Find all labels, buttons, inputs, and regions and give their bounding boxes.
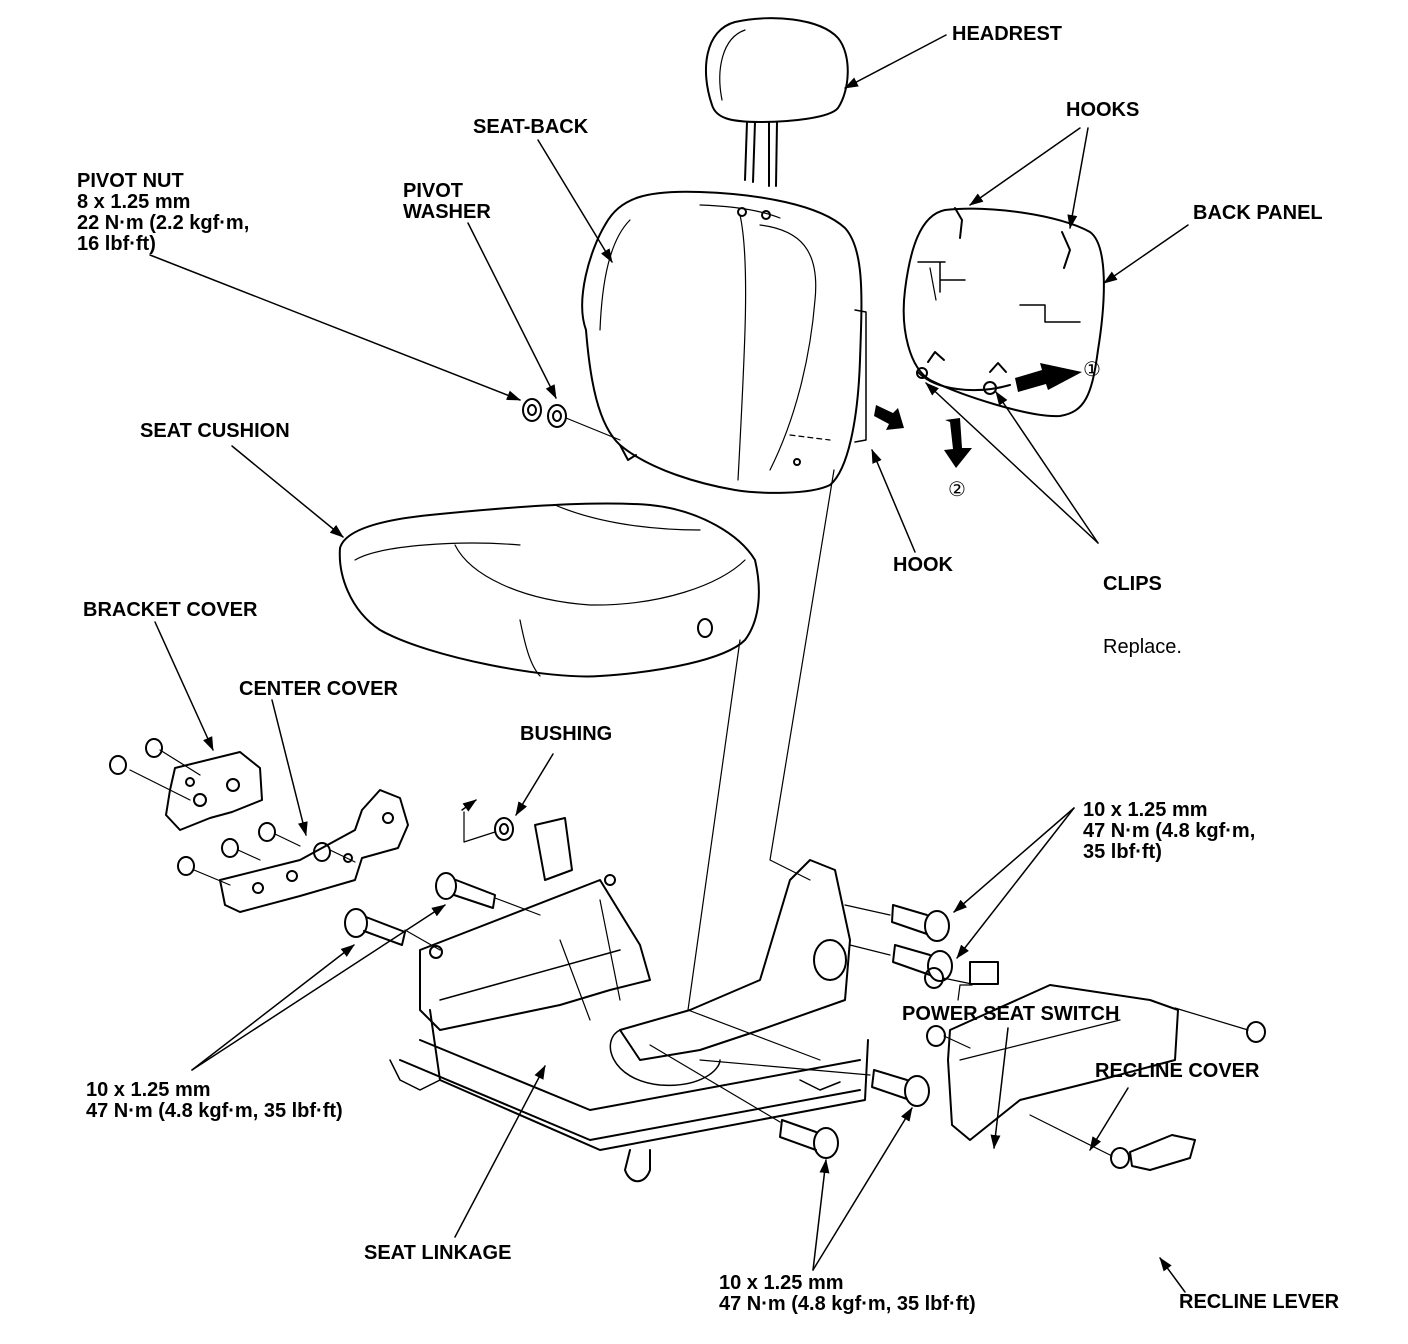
pivot-nut-washer bbox=[522, 398, 621, 441]
label-power-seat-switch: POWER SEAT SWITCH bbox=[902, 1004, 1119, 1025]
clips-note: Replace. bbox=[1103, 636, 1182, 658]
back-panel bbox=[902, 207, 1105, 418]
label-seat-cushion: SEAT CUSHION bbox=[140, 421, 290, 442]
label-line: BRACKET COVER bbox=[83, 599, 258, 621]
bracket-cover bbox=[109, 738, 263, 831]
label-line: 16 lbf·ft) bbox=[77, 233, 156, 255]
recline-cover bbox=[924, 961, 1266, 1169]
label-line: RECLINE LEVER bbox=[1179, 1291, 1340, 1313]
label-line: RECLINE COVER bbox=[1095, 1060, 1260, 1082]
direction-arrows bbox=[874, 363, 1082, 468]
label-line: PIVOT NUT bbox=[77, 170, 184, 192]
label-line: 47 N·m (4.8 kgf·m, bbox=[1083, 820, 1256, 842]
label-line: 35 lbf·ft) bbox=[1083, 841, 1162, 863]
label-line: WASHER bbox=[403, 201, 491, 223]
label-line: 47 N·m (4.8 kgf·m, 35 lbf·ft) bbox=[86, 1100, 343, 1122]
label-line: BACK PANEL bbox=[1193, 202, 1323, 224]
label-line: SEAT CUSHION bbox=[140, 420, 290, 442]
label-seat-back: SEAT-BACK bbox=[473, 117, 588, 138]
bolt-right-bottom bbox=[892, 944, 953, 982]
label-line: PIVOT bbox=[403, 180, 464, 202]
seat-cushion bbox=[338, 502, 760, 678]
headrest bbox=[705, 17, 849, 187]
seat-back bbox=[581, 190, 867, 494]
bolt-bottom-center bbox=[779, 1119, 839, 1159]
step-1-marker: ① bbox=[1083, 357, 1101, 381]
bolt-right-top bbox=[891, 904, 950, 942]
label-recline-cover: RECLINE COVER bbox=[1095, 1061, 1259, 1082]
label-hooks: HOOKS bbox=[1066, 100, 1139, 121]
bushing bbox=[461, 799, 573, 881]
label-hook: HOOK bbox=[893, 555, 953, 576]
label-line: SEAT LINKAGE bbox=[364, 1242, 512, 1264]
label-line: CENTER COVER bbox=[239, 678, 398, 700]
label-line: 8 x 1.25 mm bbox=[77, 191, 191, 213]
label-line: HOOKS bbox=[1066, 99, 1140, 121]
label-line: HEADREST bbox=[952, 23, 1063, 45]
assembly-guides bbox=[129, 469, 1249, 1157]
label-headrest: HEADREST bbox=[952, 24, 1062, 45]
label-line: 22 N·m (2.2 kgf·m, bbox=[77, 212, 250, 234]
bolt-bottom-right bbox=[871, 1069, 930, 1107]
seat-linkage bbox=[389, 859, 869, 1183]
label-recline-lever: RECLINE LEVER bbox=[1179, 1292, 1339, 1313]
label-line: POWER SEAT SWITCH bbox=[902, 1003, 1120, 1025]
label-bushing: BUSHING bbox=[520, 724, 612, 745]
label-line: BUSHING bbox=[520, 723, 613, 745]
label-line: SEAT-BACK bbox=[473, 116, 589, 138]
label-line: 10 x 1.25 mm bbox=[86, 1079, 211, 1101]
label-seat-linkage: SEAT LINKAGE bbox=[364, 1243, 511, 1264]
center-cover bbox=[177, 789, 409, 913]
leader-lines bbox=[149, 34, 1189, 1293]
label-line: 10 x 1.25 mm bbox=[719, 1272, 844, 1294]
clips-title: CLIPS bbox=[1103, 573, 1162, 595]
label-bracket-cover: BRACKET COVER bbox=[83, 600, 257, 621]
label-back-panel: BACK PANEL bbox=[1193, 203, 1323, 224]
label-clips: CLIPS Replace. bbox=[1103, 532, 1182, 679]
bolt-left-top bbox=[435, 872, 496, 909]
bolt-left-bottom bbox=[344, 908, 406, 946]
label-line: HOOK bbox=[893, 554, 953, 576]
step-2-marker: ② bbox=[948, 477, 966, 501]
recline-lever bbox=[1129, 1134, 1196, 1171]
label-center-cover: CENTER COVER bbox=[239, 679, 398, 700]
label-line: 47 N·m (4.8 kgf·m, 35 lbf·ft) bbox=[719, 1293, 976, 1315]
label-line: 10 x 1.25 mm bbox=[1083, 799, 1208, 821]
